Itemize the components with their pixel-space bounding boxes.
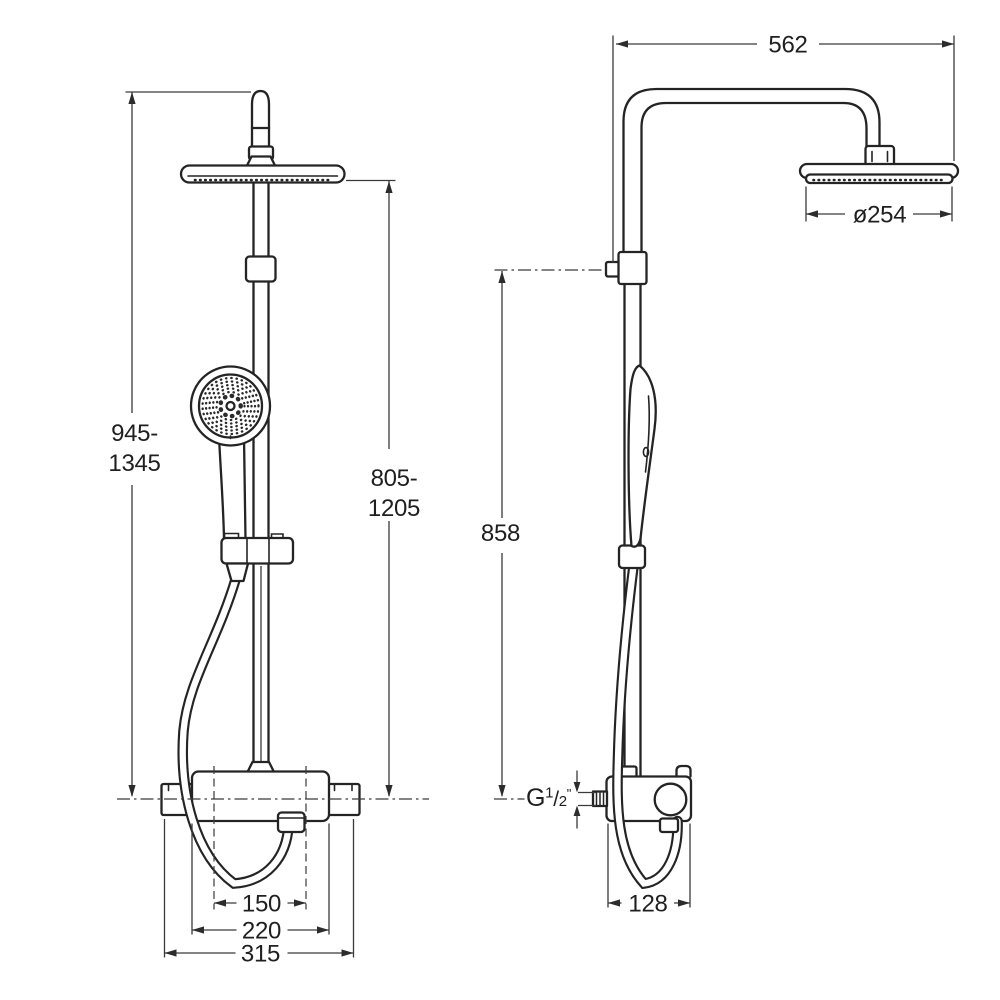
hand-shower-handle-front xyxy=(217,435,247,541)
hose-cone-front xyxy=(225,562,250,583)
slider-holder-front xyxy=(220,536,295,565)
front-view xyxy=(160,89,361,889)
wall-bracket-nub xyxy=(604,260,621,278)
dim-label-total-height-1: 945- xyxy=(111,420,158,447)
dim-label-overall-width: 315 xyxy=(241,941,280,968)
dim-label-total-height-2: 1345 xyxy=(108,450,160,477)
rain-shower-head-side xyxy=(798,162,960,185)
dim-label-supply-centers: 150 xyxy=(242,891,281,918)
dim-label-thread: G1/2" xyxy=(526,784,572,812)
dim-overall-width: 315 xyxy=(163,819,355,968)
hand-shower-side xyxy=(627,364,657,548)
dim-rail-height: 805- 1205 xyxy=(346,179,420,797)
side-view xyxy=(591,87,960,890)
hand-shower-front xyxy=(189,365,295,583)
temperature-knob xyxy=(653,782,688,817)
slider-holder-side xyxy=(617,544,647,570)
rain-shower-head-front xyxy=(179,164,346,184)
shower-hose-side xyxy=(612,560,683,890)
dim-label-valve-body-width: 220 xyxy=(242,918,281,945)
dim-label-arm-reach: 562 xyxy=(768,32,807,59)
dim-label-valve-depth: 128 xyxy=(628,891,667,918)
hose-outlet-nut-side xyxy=(658,817,680,834)
dim-head-diameter: ø254 xyxy=(805,186,953,229)
thermostatic-valve-side xyxy=(591,764,693,823)
dim-valve-depth: 128 xyxy=(607,823,691,918)
dim-label-rail-height-1: 805- xyxy=(371,465,418,492)
dim-label-head-diameter: ø254 xyxy=(853,202,907,229)
dimensions: 945- 1345 805- 1205 858 562 xyxy=(108,32,955,968)
dim-thread-callout: G1/2" xyxy=(494,770,596,829)
wall-bracket-side xyxy=(617,250,648,286)
spray-selector-rosette xyxy=(218,393,243,419)
rail-coupling-front xyxy=(244,255,277,283)
dim-arm-reach: 562 xyxy=(612,32,955,263)
shower-arm-side xyxy=(622,87,896,257)
dim-label-wall-outlet-height: 858 xyxy=(481,520,520,547)
rail-top-cap xyxy=(250,89,271,154)
dim-wall-outlet-height: 858 xyxy=(481,271,520,797)
valve-body-front xyxy=(190,770,331,823)
dim-supply-centers: 150 xyxy=(213,766,307,918)
dim-valve-body-width: 220 xyxy=(191,823,330,945)
hose-outlet-nut-front xyxy=(276,811,306,834)
dim-total-height: 945- 1345 xyxy=(108,91,251,797)
dim-label-rail-height-2: 1205 xyxy=(368,495,420,522)
shower-hose-front xyxy=(177,572,306,889)
